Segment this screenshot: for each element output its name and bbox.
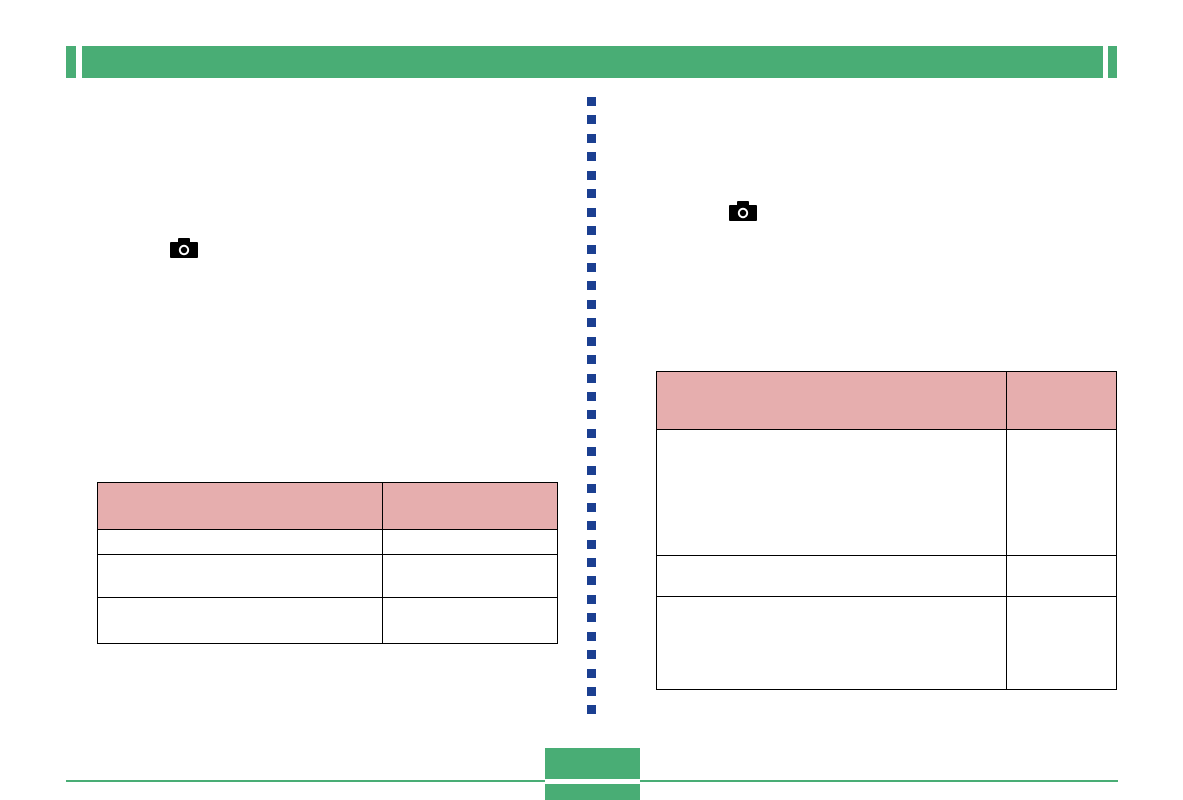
header-bar <box>82 46 1103 78</box>
column-divider <box>587 97 597 721</box>
divider-dot <box>587 594 596 604</box>
table-row <box>655 596 1117 690</box>
table-cell <box>382 554 558 598</box>
divider-dot <box>587 687 596 696</box>
divider-dot <box>587 410 596 420</box>
divider-dot <box>587 631 596 641</box>
divider-dot <box>587 521 596 531</box>
table-header-cell <box>655 371 1008 430</box>
divider-dot <box>587 392 596 401</box>
divider-dot <box>587 244 596 254</box>
table-cell <box>1006 555 1117 597</box>
divider-dot <box>587 484 596 494</box>
divider-dot <box>587 170 596 180</box>
left-table <box>96 482 558 644</box>
table-cell <box>655 596 1008 690</box>
divider-dot <box>587 465 596 475</box>
divider-dot <box>587 447 596 457</box>
footer-rule-left <box>66 780 545 782</box>
table-cell <box>655 429 1008 556</box>
divider-dot <box>587 152 596 162</box>
table-header-cell <box>382 482 558 530</box>
divider-dot <box>587 576 596 586</box>
table-row <box>96 554 558 598</box>
divider-dot <box>587 281 596 291</box>
table-cell <box>1006 596 1117 690</box>
divider-dot <box>587 133 596 143</box>
table-header-row <box>655 371 1117 430</box>
divider-dot <box>587 207 596 217</box>
table-cell <box>655 555 1008 597</box>
divider-dot <box>587 428 596 438</box>
divider-dot <box>587 705 596 715</box>
table-header-row <box>96 482 558 530</box>
footer-rule-right <box>640 780 1118 782</box>
divider-dot <box>587 299 596 309</box>
divider-dot <box>587 115 596 125</box>
table-cell <box>96 597 384 644</box>
divider-dot <box>587 318 596 328</box>
divider-dot <box>587 557 596 567</box>
table-row <box>655 429 1117 556</box>
page-number-tab-base <box>545 784 640 800</box>
divider-dot <box>587 539 596 549</box>
table-cell <box>382 597 558 644</box>
divider-dot <box>587 355 596 365</box>
divider-dot <box>587 373 596 383</box>
divider-dot <box>587 336 596 346</box>
divider-dot <box>587 613 596 623</box>
table-cell <box>1006 429 1117 556</box>
table-cell <box>96 554 384 598</box>
table-row <box>96 529 558 555</box>
divider-dot <box>587 650 596 660</box>
divider-dot <box>587 189 596 199</box>
camera-icon <box>170 238 198 258</box>
table-header-cell <box>96 482 384 530</box>
table-row <box>96 597 558 644</box>
divider-dot <box>587 97 596 106</box>
table-cell <box>382 529 558 555</box>
table-row <box>655 555 1117 597</box>
header-bar-right-cap <box>1108 46 1117 78</box>
page-number-tab <box>545 748 640 779</box>
right-table <box>655 371 1117 690</box>
camera-icon <box>729 201 757 221</box>
table-cell <box>96 529 384 555</box>
divider-dot <box>587 226 596 236</box>
divider-dot <box>587 668 596 678</box>
divider-dot <box>587 502 596 512</box>
header-bar-left-cap <box>66 46 76 78</box>
table-header-cell <box>1006 371 1117 430</box>
divider-dot <box>587 262 596 272</box>
